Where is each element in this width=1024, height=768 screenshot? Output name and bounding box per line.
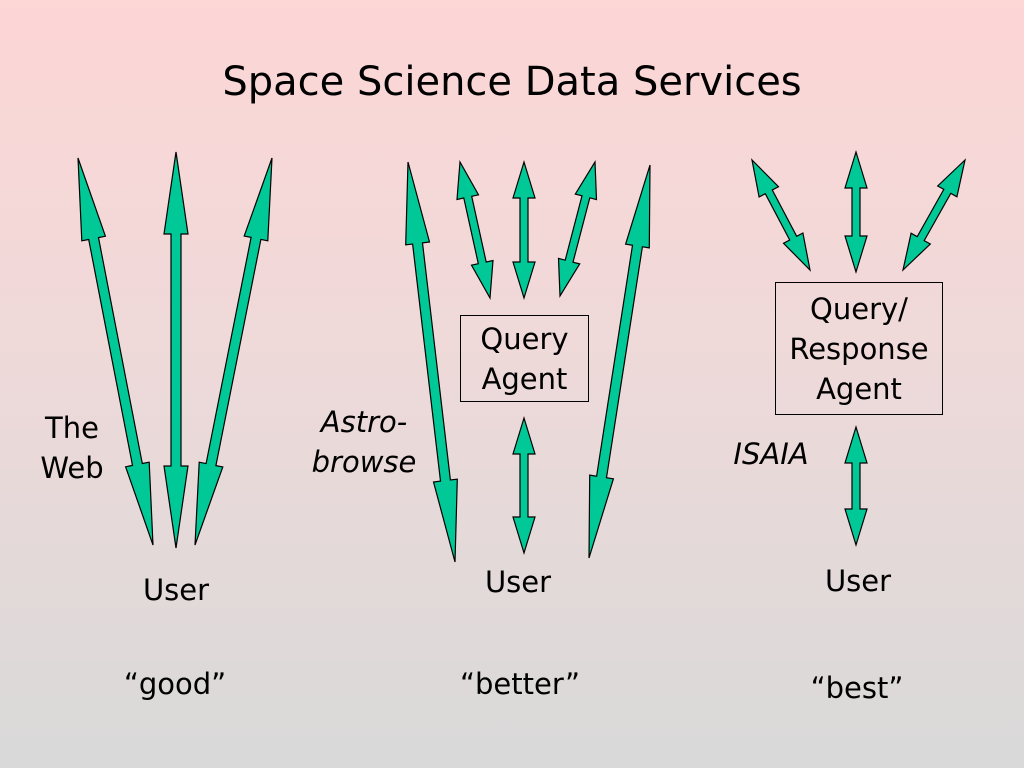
user-label-astrobrowse: User [484, 565, 552, 599]
arrow-web-left [77, 157, 154, 546]
arrow-isaia-to-user [844, 424, 868, 548]
arrow-isaia-up-left [751, 158, 811, 272]
arrow-isaia-up-center [844, 149, 868, 275]
arrow-query-to-user [512, 415, 536, 556]
arrow-isaia-up-right [901, 158, 967, 272]
user-label-isaia: User [824, 564, 892, 598]
query-agent-box: Query Agent [460, 315, 589, 402]
rating-better: “better” [459, 667, 581, 701]
isaia-label: ISAIA [733, 437, 809, 471]
astrobrowse-label: Astro- browse [311, 405, 417, 479]
slide-title: Space Science Data Services [222, 59, 802, 105]
query-response-agent-box: Query/ Response Agent [775, 282, 943, 415]
arrow-query-up-center [512, 159, 536, 301]
arrow-query-up-left [456, 159, 494, 301]
rating-best: “best” [810, 671, 904, 705]
arrow-astrobrowse-left [405, 161, 458, 563]
rating-good: “good” [123, 667, 227, 701]
user-label-web: User [142, 573, 210, 607]
the-web-label: The Web [40, 411, 104, 485]
arrow-astrobrowse-right [588, 164, 651, 559]
arrow-query-up-right [557, 160, 598, 298]
arrow-web-center [163, 151, 189, 549]
arrow-web-right [194, 157, 273, 546]
